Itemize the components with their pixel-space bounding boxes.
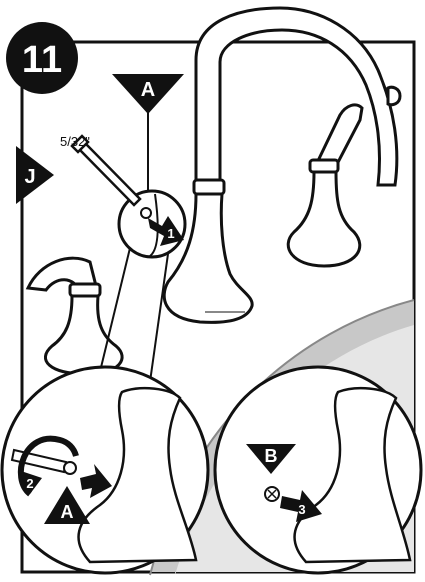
- detail-circle-right: 3: [215, 367, 421, 573]
- callout-a-top-label: A: [141, 79, 155, 101]
- detail-circle-left: 2: [2, 367, 208, 573]
- step-number: 11: [22, 39, 62, 81]
- callout-b-label: B: [265, 446, 278, 466]
- arrow-2-label: 2: [26, 476, 33, 491]
- callout-a-detail-label: A: [61, 502, 74, 522]
- callout-j-label: J: [24, 166, 35, 188]
- arrow-3-label: 3: [298, 502, 305, 517]
- step-badge: 11: [6, 22, 78, 94]
- tool-size-label: 5/32": [60, 134, 90, 149]
- arrow-1-label: 1: [167, 226, 174, 241]
